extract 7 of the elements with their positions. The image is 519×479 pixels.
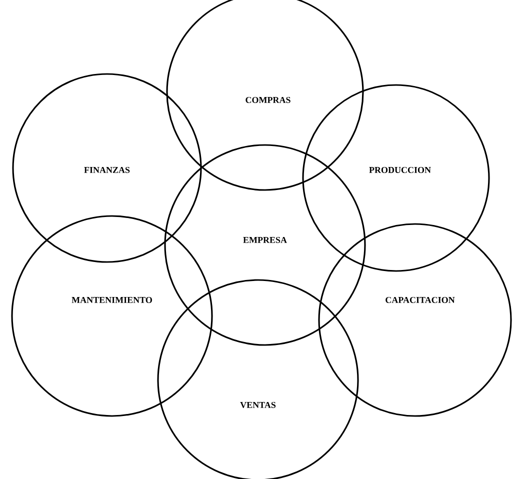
circle-label: COMPRAS (246, 96, 290, 104)
circle-label: EMPRESA (243, 236, 287, 244)
circle-label: VENTAS (240, 402, 276, 408)
circle-label: PRODUCCION (369, 166, 431, 174)
circle-label: CAPACITACION (386, 296, 455, 304)
circle-label: MANTENIMIENTO (72, 296, 152, 304)
circle-label: FINANZAS (84, 166, 130, 174)
